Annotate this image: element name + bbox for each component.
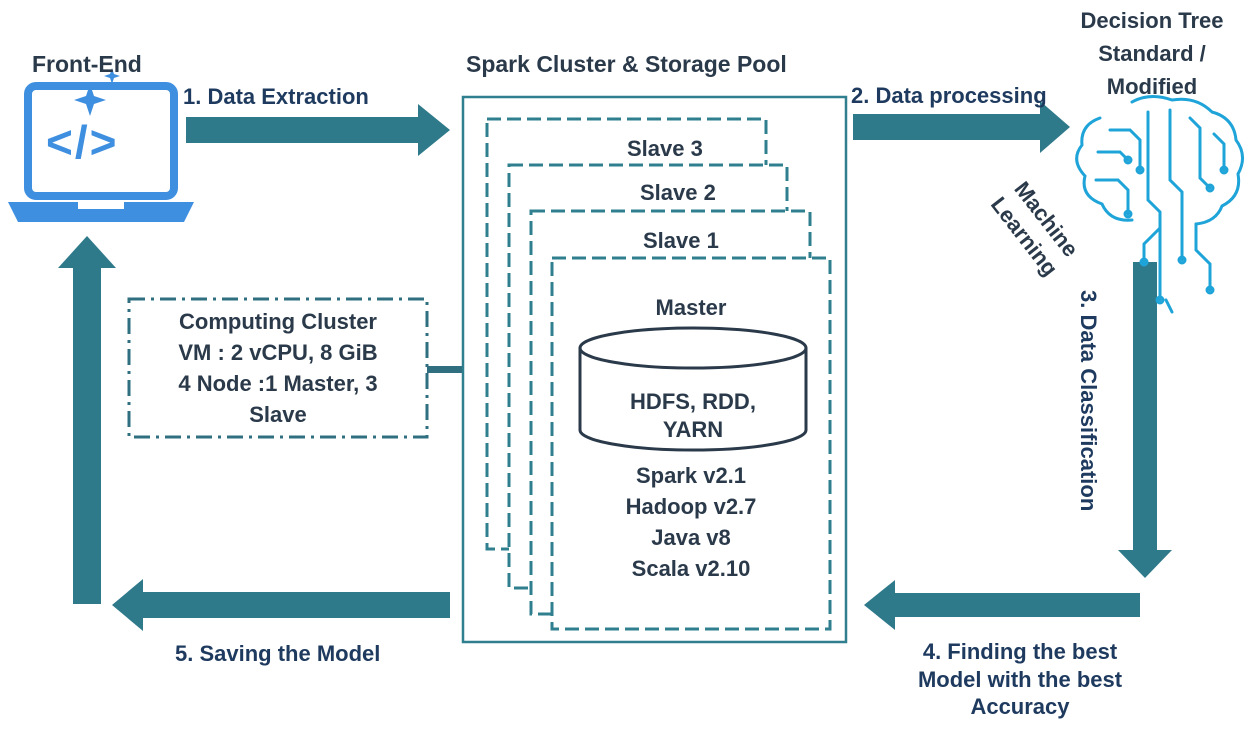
laptop-code-icon — [8, 82, 194, 222]
decision-tree-line-1: Decision Tree — [1080, 8, 1224, 33]
slave-1-label: Slave 1 — [643, 228, 719, 253]
computing-cluster-line-3: 4 Node :1 Master, 3 — [178, 371, 378, 396]
version-list: Spark v2.1 Hadoop v2.7 Java v8 Scala v2.… — [552, 460, 830, 584]
storage-line-1: HDFS, RDD, — [630, 389, 756, 414]
arrow-data-extraction — [186, 104, 450, 156]
computing-cluster-line-2: VM : 2 vCPU, 8 GiB — [178, 340, 378, 365]
version-hadoop: Hadoop v2.7 — [625, 494, 757, 519]
step-4-line-1: 4. Finding the best — [922, 639, 1118, 664]
version-java: Java v8 — [651, 525, 731, 550]
front-end-label: Front-End — [32, 51, 142, 77]
arrow-saving-model — [112, 579, 450, 631]
master-label: Master — [655, 295, 727, 320]
cluster-title: Spark Cluster & Storage Pool — [466, 51, 787, 77]
cluster-connector — [427, 366, 464, 373]
step-2-label: 2. Data processing — [851, 83, 1047, 108]
step-4-label: 4. Finding the best Model with the best … — [890, 638, 1150, 721]
storage-line-2: YARN — [662, 416, 724, 442]
computing-cluster-box — [127, 297, 429, 439]
step-1-label: 1. Data Extraction — [183, 84, 369, 109]
computing-cluster-line-1: Computing Cluster — [179, 309, 377, 334]
decision-tree-line-3: Modified — [1106, 74, 1198, 99]
step-5-label: 5. Saving the Model — [175, 641, 381, 666]
arrow-data-classification — [1118, 262, 1172, 578]
version-spark: Spark v2.1 — [635, 463, 747, 488]
circuit-brain-icon — [1075, 95, 1244, 314]
step-4-line-3: Accuracy — [970, 694, 1070, 719]
arrow-best-model — [864, 580, 1140, 630]
step-4-line-2: Model with the best — [917, 666, 1123, 692]
arrow-to-front-end — [58, 236, 116, 604]
decision-tree-line-2: Standard / — [1098, 41, 1206, 66]
slave-3-label: Slave 3 — [627, 136, 703, 161]
slave-2-label: Slave 2 — [640, 180, 716, 205]
version-scala: Scala v2.10 — [631, 556, 751, 581]
database-cylinder-icon — [578, 326, 808, 452]
computing-cluster-text: Computing Cluster VM : 2 vCPU, 8 GiB 4 N… — [129, 306, 427, 430]
storage-label: HDFS, RDD, YARN — [580, 388, 806, 443]
arrow-data-processing — [853, 101, 1070, 153]
decision-tree-label: Decision Tree Standard / Modified — [1062, 4, 1242, 103]
code-icon: </> — [46, 116, 119, 168]
step-3-label: 3. Data Classification — [1076, 290, 1101, 512]
computing-cluster-line-4: Slave — [249, 402, 307, 427]
sparkle-icon — [74, 68, 120, 116]
